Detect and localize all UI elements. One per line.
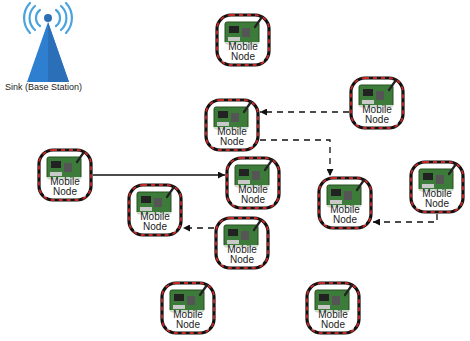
base-station-icon xyxy=(0,0,110,90)
sensor-board xyxy=(47,152,84,179)
movement-path xyxy=(373,214,437,222)
node-dash xyxy=(162,283,214,333)
sensor-board xyxy=(315,285,352,312)
station-label: Sink (Base Station) xyxy=(4,82,83,92)
movement-arrow xyxy=(93,174,225,176)
node-label: Mobile Node xyxy=(324,205,366,225)
node-dash xyxy=(217,15,269,65)
node-label: Mobile Node xyxy=(211,127,253,147)
mobile-node: Mobile Node xyxy=(305,281,361,335)
node-label: Mobile Node xyxy=(416,189,458,209)
movement-path xyxy=(183,227,214,228)
sensor-board xyxy=(359,80,396,107)
sensor-board xyxy=(419,164,456,191)
sensor-board xyxy=(170,285,207,312)
antenna-tip xyxy=(44,14,52,22)
node-label: Mobile Node xyxy=(134,212,176,232)
node-outline xyxy=(411,162,463,212)
node-outline xyxy=(129,185,181,235)
node-dash xyxy=(227,158,279,208)
mobile-node: Mobile Node xyxy=(127,183,183,237)
sensor-board xyxy=(225,17,262,44)
node-label: Mobile Node xyxy=(312,310,354,330)
tower-shade xyxy=(48,22,69,82)
node-outline xyxy=(227,158,279,208)
mobile-node: Mobile Node xyxy=(37,148,93,202)
mobile-node: Mobile Node xyxy=(215,13,271,67)
node-outline xyxy=(206,100,258,150)
mobile-node: Mobile Node xyxy=(409,160,465,214)
node-outline xyxy=(216,218,268,268)
node-dash xyxy=(216,218,268,268)
mobile-node: Mobile Node xyxy=(349,76,405,130)
node-label: Mobile Node xyxy=(221,245,263,265)
node-outline xyxy=(351,78,403,128)
node-label: Mobile Node xyxy=(356,105,398,125)
node-dash xyxy=(319,178,371,228)
node-outline xyxy=(162,283,214,333)
node-dash xyxy=(307,283,359,333)
mobile-node: Mobile Node xyxy=(214,216,270,270)
node-outline xyxy=(39,150,91,200)
node-label: Mobile Node xyxy=(232,185,274,205)
node-label: Mobile Node xyxy=(44,177,86,197)
node-outline xyxy=(319,178,371,228)
sensor-board xyxy=(327,180,364,207)
mobile-node: Mobile Node xyxy=(317,176,373,230)
sensor-board xyxy=(137,187,174,214)
node-dash xyxy=(411,162,463,212)
node-label: Mobile Node xyxy=(222,42,264,62)
node-dash xyxy=(129,185,181,235)
mobile-node: Mobile Node xyxy=(225,156,281,210)
node-outline xyxy=(217,15,269,65)
movement-path xyxy=(260,111,349,112)
node-label: Mobile Node xyxy=(167,310,209,330)
node-dash xyxy=(206,100,258,150)
node-dash xyxy=(39,150,91,200)
node-dash xyxy=(351,78,403,128)
sensor-board xyxy=(214,102,251,129)
node-outline xyxy=(307,283,359,333)
sensor-board xyxy=(235,160,272,187)
mobile-node: Mobile Node xyxy=(160,281,216,335)
sensor-board xyxy=(224,220,261,247)
mobile-node: Mobile Node xyxy=(204,98,260,152)
tower-body xyxy=(27,22,69,82)
